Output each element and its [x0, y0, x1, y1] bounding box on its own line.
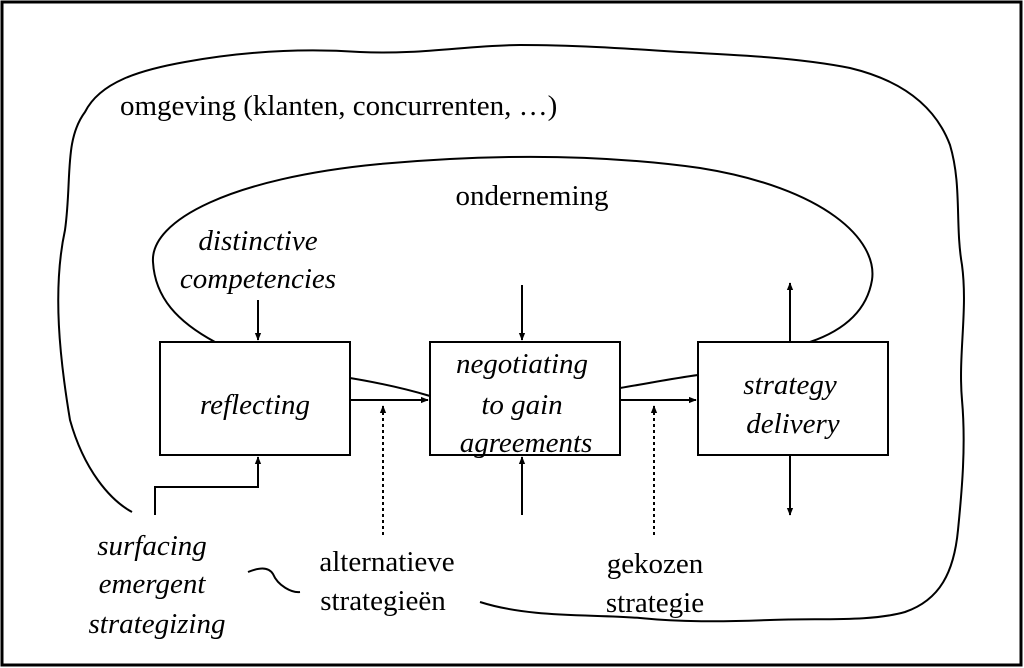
alternatives-label-2: strategieën: [320, 585, 446, 617]
competencies-label-2: competencies: [180, 263, 336, 295]
chosen-label-1: gekozen: [607, 548, 704, 580]
surfacing-label-1: surfacing: [97, 530, 207, 562]
company-ellipse: [151, 155, 874, 343]
surfacing-label-3: strategizing: [89, 608, 226, 640]
environment-label: omgeving (klanten, concurrenten, …): [120, 90, 557, 122]
alternatives-label-1: alternatieve: [319, 546, 454, 578]
surfacing-label-2: emergent: [99, 568, 207, 600]
environment-cloud-tail: [247, 567, 301, 594]
company-ellipse-bottom: [349, 377, 431, 397]
box-negotiating-label-1: negotiating: [456, 348, 588, 380]
box-strategy-delivery: [697, 341, 889, 456]
company-ellipse-bottom-right: [619, 374, 699, 389]
competencies-label-1: distinctive: [198, 225, 317, 257]
box-reflecting: [159, 341, 351, 456]
box-delivery-label-2: delivery: [746, 408, 840, 440]
environment-cloud-outline: [57, 43, 965, 623]
arrow-surfacing-to-reflecting: [154, 456, 262, 515]
chosen-label-2: strategie: [606, 587, 704, 619]
company-label: onderneming: [455, 180, 608, 212]
box-negotiating-label-2: to gain: [481, 389, 562, 421]
box-delivery-label-1: strategy: [743, 369, 837, 401]
box-reflecting-label: reflecting: [200, 389, 310, 421]
box-negotiating-label-3: agreements: [460, 427, 593, 459]
box-negotiating: [429, 341, 621, 456]
